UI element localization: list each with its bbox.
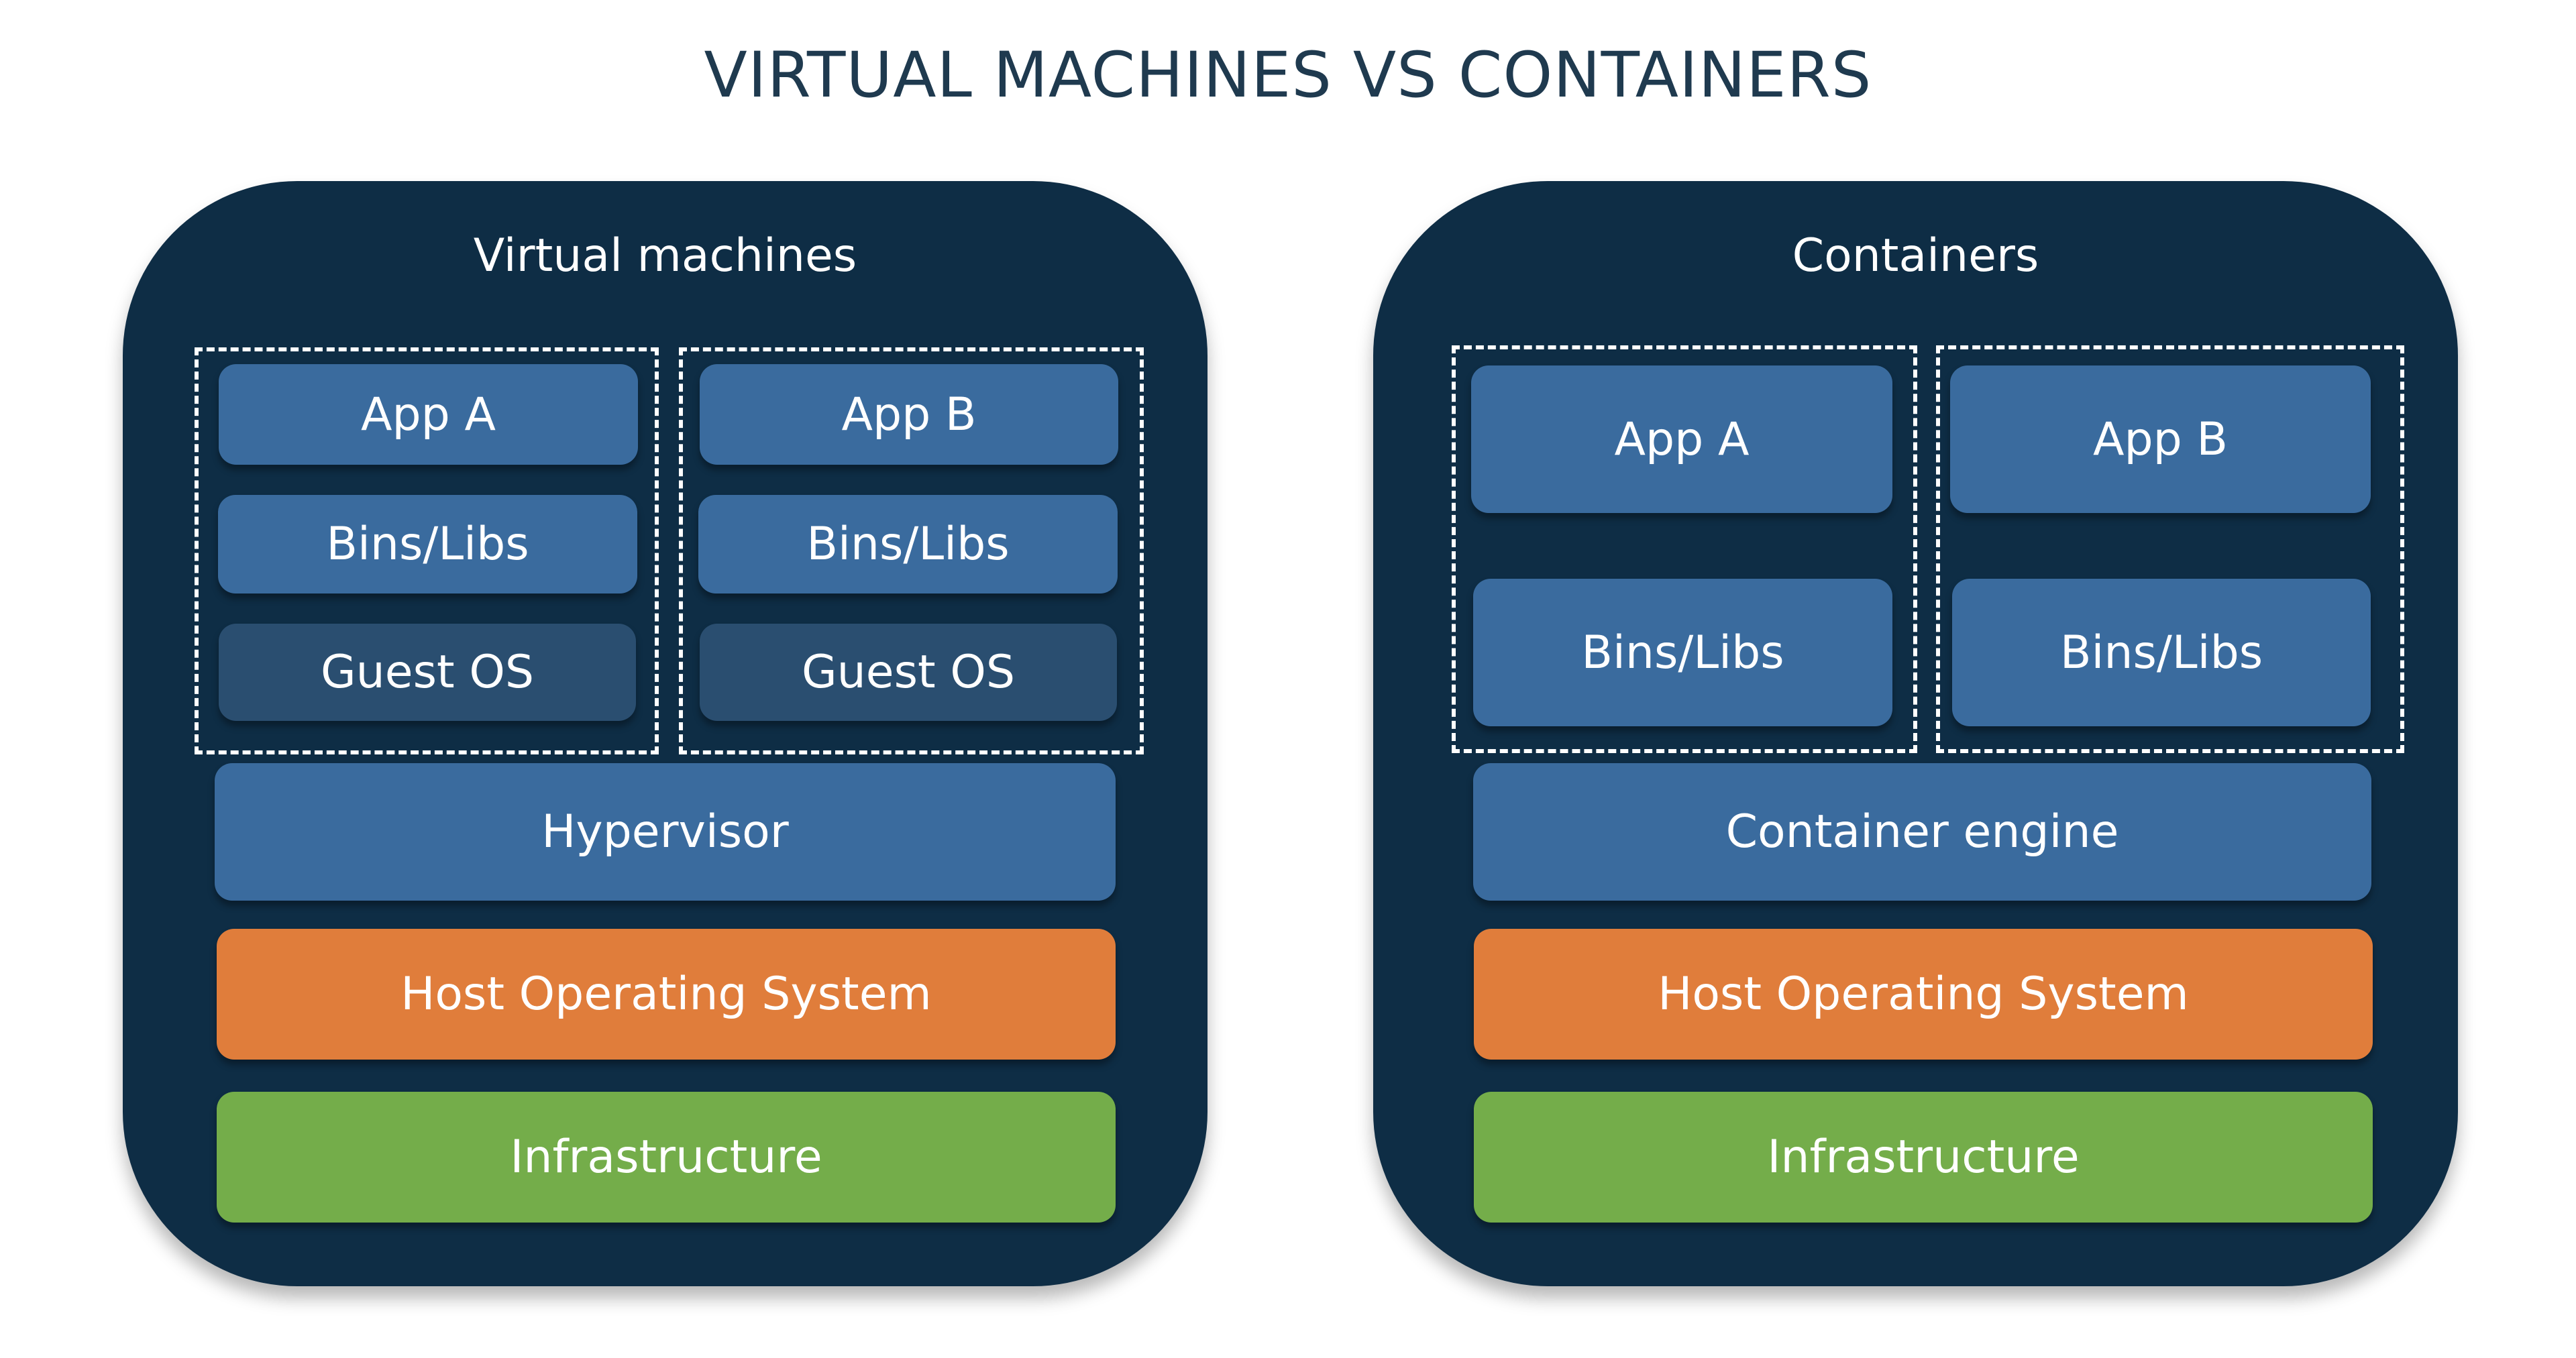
vm-host-os-block: Host Operating System [217,929,1116,1060]
container-b-bins-libs-block: Bins/Libs [1952,579,2371,726]
vm-b-app-block: App B [700,364,1118,465]
vm-a-bins-libs-block: Bins/Libs [218,495,637,593]
vm-infrastructure-block: Infrastructure [217,1092,1116,1223]
vm-a-guest-os-block: Guest OS [219,624,636,721]
vm-b-group [679,347,1144,754]
hypervisor-block: Hypervisor [215,763,1116,901]
container-b-app-block: App B [1950,365,2371,513]
containers-panel: Containers App A Bins/Libs App B Bins/Li… [1373,181,2458,1286]
vm-a-app-block: App A [219,364,638,465]
vm-b-bins-libs-block: Bins/Libs [698,495,1118,593]
container-engine-block: Container engine [1473,763,2371,901]
containers-title: Containers [1792,229,2039,282]
vm-a-group [195,347,659,754]
virtual-machines-title: Virtual machines [473,229,857,282]
container-a-app-block: App A [1471,365,1892,513]
vm-b-guest-os-block: Guest OS [700,624,1117,721]
page-title: VIRTUAL MACHINES VS CONTAINERS [704,39,1872,112]
virtual-machines-panel: Virtual machines App A Bins/Libs Guest O… [123,181,1208,1286]
container-a-bins-libs-block: Bins/Libs [1473,579,1892,726]
container-infrastructure-block: Infrastructure [1474,1092,2373,1223]
container-b-group [1936,345,2404,753]
container-host-os-block: Host Operating System [1474,929,2373,1060]
container-a-group [1452,345,1917,753]
